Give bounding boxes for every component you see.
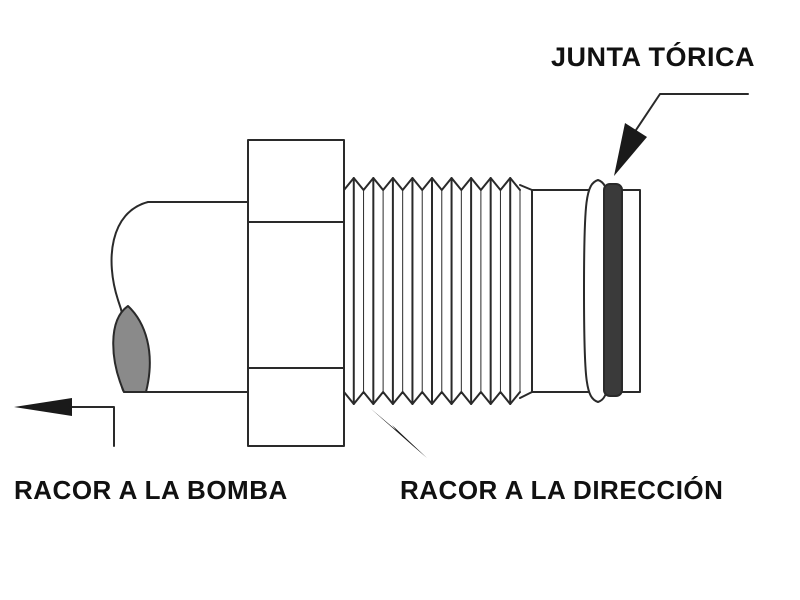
pipe-body — [110, 201, 249, 393]
shank — [519, 184, 591, 399]
fitting-nose — [621, 189, 641, 393]
o-ring — [603, 183, 623, 397]
steering-fitting-label: RACOR A LA DIRECCIÓN — [400, 475, 724, 505]
hex-nut — [247, 139, 345, 447]
pump-fitting-label: RACOR A LA BOMBA — [14, 475, 288, 505]
pipe-cut-section — [112, 305, 151, 393]
o-ring-label: JUNTA TÓRICA — [551, 42, 755, 72]
o-ring-arrowhead — [614, 123, 647, 176]
steering-arrowhead — [370, 408, 427, 458]
threaded-section — [343, 177, 521, 405]
pump-arrowhead — [14, 398, 72, 416]
pump-leader — [69, 406, 115, 447]
o-ring-leader — [635, 93, 749, 131]
